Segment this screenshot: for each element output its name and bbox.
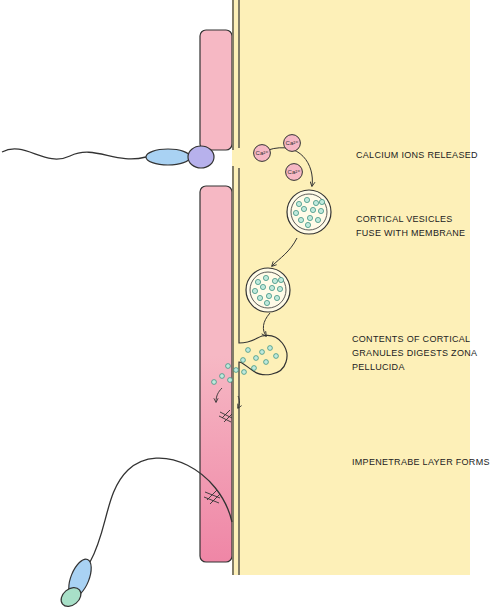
perivitelline-space [232, 0, 239, 575]
cortical-vesicle [287, 190, 331, 234]
cortical-granule [319, 199, 324, 204]
cortical-vesicle [246, 268, 290, 312]
vesicle-inner-ring [250, 272, 286, 308]
cortical-granule [257, 295, 262, 300]
step-annotation: IMPENETRABE LAYER FORMS [352, 455, 498, 469]
cortical-granule [264, 300, 269, 305]
release-arrow [238, 396, 240, 408]
cortical-granule [315, 217, 320, 222]
cortical-granule [318, 208, 323, 213]
zona-pellucida [200, 30, 232, 150]
cortical-granule [255, 279, 260, 284]
ion-label: Ca²⁺ [288, 169, 301, 175]
cortical-granule [272, 278, 277, 283]
cortical-granule [296, 201, 301, 206]
step-annotation: CORTICAL VESICLES FUSE WITH MEMBRANE [356, 212, 468, 240]
cortical-granule [246, 348, 251, 353]
cortical-granule [228, 378, 233, 383]
cortical-granule [260, 350, 265, 355]
membrane-outer [232, 0, 233, 575]
cortical-granule [254, 356, 259, 361]
cortical-granule [278, 277, 283, 282]
hardening-mark [219, 410, 232, 422]
cortical-granule [268, 346, 273, 351]
cortical-granule [277, 286, 282, 291]
zona-pellucida-hardened [200, 186, 232, 562]
acrosome [57, 584, 84, 609]
cortical-granule [220, 374, 225, 379]
cortical-granule [242, 370, 247, 375]
ion-outline [286, 164, 303, 181]
cortical-granule [313, 200, 318, 205]
calcium-ion: Ca²⁺ [283, 134, 301, 152]
cortical-granule [304, 197, 309, 202]
cortical-granule [298, 217, 303, 222]
cortical-granule [269, 285, 274, 290]
cortical-granule [264, 360, 269, 365]
cortical-granule [307, 215, 312, 220]
sperm-tail [2, 149, 146, 159]
hardening-mark [204, 490, 220, 504]
cortical-granule [274, 295, 279, 300]
calcium-ion: Ca²⁺ [285, 163, 303, 181]
ion-label: Ca²⁺ [256, 150, 269, 156]
cortical-granule [226, 364, 231, 369]
cortical-granule [212, 380, 217, 385]
calcium-ion: Ca²⁺ [253, 144, 271, 162]
step-annotation: CALCIUM IONS RELEASED [356, 148, 496, 162]
flow-arrow [272, 238, 297, 266]
sperm-tail [90, 458, 232, 562]
ion-outline [254, 145, 271, 162]
step-annotation: CONTENTS OF CORTICAL GRANULES DIGESTS ZO… [352, 332, 500, 374]
flow-arrow [268, 148, 312, 186]
flow-arrow [263, 313, 270, 336]
release-arrow [216, 388, 222, 402]
ion-label: Ca²⁺ [286, 140, 299, 146]
cortical-granule [301, 206, 306, 211]
cortical-granule [260, 284, 265, 289]
cortical-granule [263, 275, 268, 280]
cortical-granule [310, 207, 315, 212]
cortical-granule [293, 210, 298, 215]
acrosome [188, 146, 214, 168]
cytoplasm [238, 0, 470, 575]
cortical-granule [252, 366, 257, 371]
ion-outline [284, 135, 301, 152]
cortical-granule [274, 354, 279, 359]
sperm-head [146, 149, 190, 165]
cortical-granule [241, 358, 246, 363]
vesicle-inner-ring [291, 194, 327, 230]
cortical-granule [266, 293, 271, 298]
cortical-granule [252, 288, 257, 293]
cortical-granule [305, 222, 310, 227]
cortical-granule [234, 368, 239, 373]
